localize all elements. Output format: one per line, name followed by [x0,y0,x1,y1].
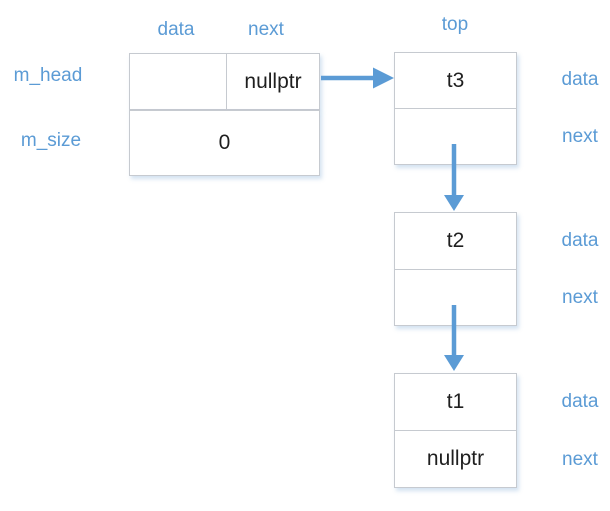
node-t3-next-label: next [562,126,598,147]
m-size-value-box: 0 [129,110,320,176]
node-t3-data-cell: t3 [395,53,516,109]
m-head-data-cell [130,54,227,109]
node-t2-data-cell: t2 [395,213,516,270]
node-t1-box: t1 nullptr [394,373,517,488]
node-t1-data-label: data [561,391,599,412]
node-t3-box: t3 [394,52,517,165]
node-t3-next-cell [395,109,516,164]
column-header-data: data [157,19,195,40]
node-t2-data-label: data [561,230,599,251]
node-t3-data-label: data [561,69,599,90]
node-t1-next-cell: nullptr [426,447,485,470]
node-t1-data-cell: t1 [395,374,516,431]
m-head-next-cell: nullptr [244,69,302,93]
row-label-m-size: m_size [20,130,82,151]
top-pointer-label: top [441,14,469,35]
column-header-next: next [248,19,284,40]
node-t2-next-label: next [562,287,598,308]
row-label-m-head: m_head [13,65,83,86]
node-t2-next-cell [395,270,516,326]
arrow-head-to-t3-icon [321,67,394,89]
node-t1-next-label: next [562,449,598,470]
node-t2-box: t2 [394,212,517,326]
m-head-row-box: nullptr [129,53,320,110]
